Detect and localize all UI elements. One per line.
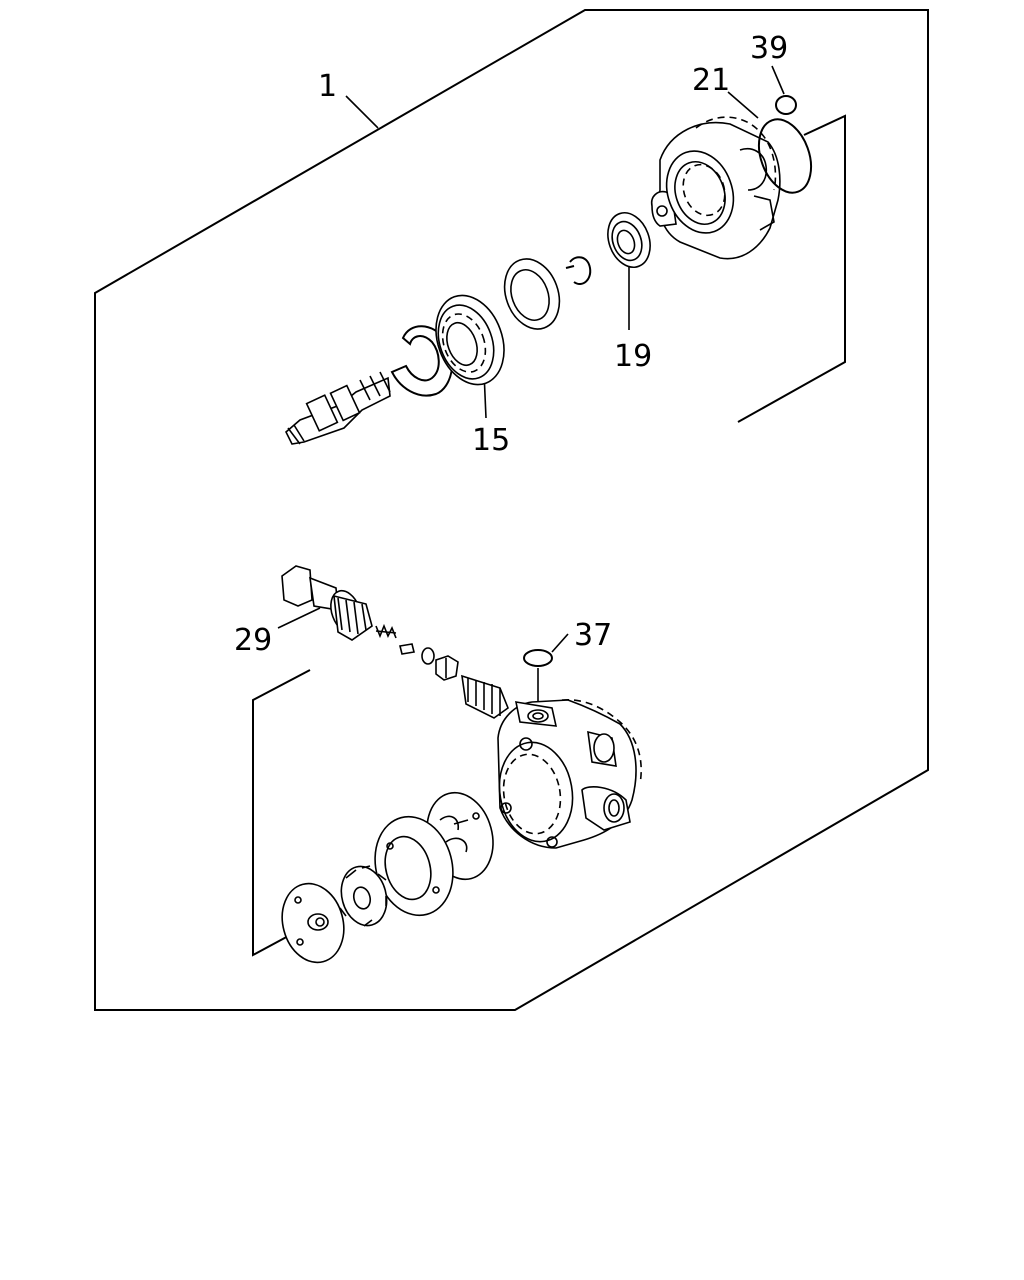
ball-bearing-15 [435, 294, 505, 386]
callout-37[interactable]: 37 [574, 618, 612, 653]
pump-body [497, 698, 642, 849]
pump-shaft [285, 371, 391, 445]
relief-bolt [435, 655, 459, 681]
relief-pin [399, 643, 415, 655]
rotor [339, 865, 388, 927]
o-ring-21 [757, 118, 813, 194]
washer-37 [523, 649, 553, 667]
washer [503, 258, 561, 330]
assembly-boundary [94, 9, 929, 1011]
o-ring-39 [775, 95, 797, 115]
side-plate [281, 882, 345, 964]
callout-39[interactable]: 39 [750, 31, 788, 66]
upper-bracket [737, 114, 846, 423]
relief-washer [421, 647, 435, 665]
callout-19[interactable]: 19 [614, 339, 652, 374]
flow-control-valve-29 [281, 565, 373, 641]
ball-bearing-19 [607, 212, 651, 268]
leader-lines [277, 65, 785, 718]
callout-1[interactable]: 1 [318, 69, 337, 104]
cam-ring [374, 815, 454, 917]
callout-21[interactable]: 21 [692, 63, 730, 98]
small-spring [375, 623, 397, 639]
callout-15[interactable]: 15 [472, 423, 510, 458]
small-clip [565, 256, 592, 286]
callout-29[interactable]: 29 [234, 623, 272, 658]
front-housing [650, 116, 781, 260]
valve-spring [461, 674, 509, 719]
